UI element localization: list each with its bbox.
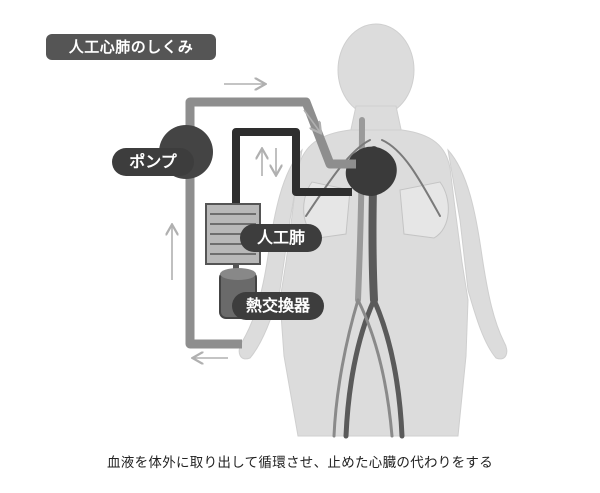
left-arm	[238, 148, 303, 360]
return-tube	[185, 97, 356, 169]
right-leg-vessel	[371, 297, 405, 439]
pump-label: ポンプ	[112, 148, 194, 176]
blood-vessels	[305, 117, 441, 439]
right-arm	[447, 148, 508, 360]
venous-tube	[232, 128, 352, 206]
artificial-lung-label: 人工肺	[240, 224, 322, 252]
left-leg-vessel	[343, 297, 377, 439]
return-circuit	[185, 97, 356, 349]
heat-exchanger-label: 熱交換器	[232, 292, 324, 320]
diagram-title: 人工心肺のしくみ	[46, 34, 216, 60]
flow-arrow-right-diagonal	[303, 109, 320, 132]
venous-circuit	[232, 128, 352, 206]
vena-cava	[355, 117, 365, 303]
heart	[345, 146, 397, 196]
arm-artery-right	[381, 139, 441, 217]
flow-arrows	[172, 84, 320, 358]
caption: 血液を体外に取り出して循環させ、止めた心臓の代わりをする	[107, 455, 493, 471]
head	[337, 23, 415, 117]
right-lung	[399, 181, 449, 239]
arterial-line-to-pump	[185, 148, 242, 349]
right-leg-vein	[356, 298, 394, 438]
left-leg-vein	[332, 298, 360, 438]
